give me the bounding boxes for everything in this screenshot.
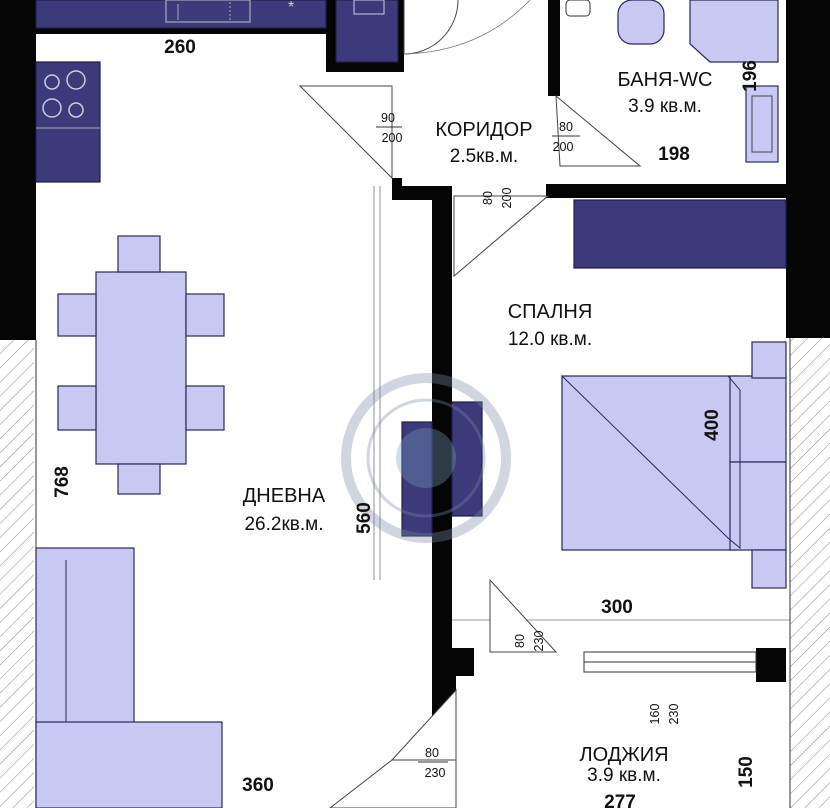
corridor-top-wall-left <box>326 62 404 72</box>
dining-table <box>95 271 187 465</box>
dim-loggia-height: 150 <box>736 756 757 788</box>
kitchen-counter-top <box>35 0 327 29</box>
kitchen-right-wall <box>326 0 336 72</box>
hob-burner-icon <box>44 74 60 90</box>
hob-burner-icon <box>42 98 62 118</box>
left-facade-hatch <box>0 340 34 808</box>
loggia-door-swing <box>489 578 558 653</box>
washing-machine <box>745 85 779 163</box>
shower-tray <box>689 0 779 63</box>
dim-kitchen-width: 260 <box>164 37 196 58</box>
bed-pillow-bottom <box>729 461 787 551</box>
loggia-right-block <box>756 648 786 682</box>
bedroom-tv-unit <box>451 401 483 517</box>
door-size-a: 80 <box>513 634 527 648</box>
right-outer-wall <box>786 0 830 338</box>
chair <box>57 293 97 337</box>
loggia-block-gap <box>456 676 476 720</box>
bath-area: 3.9 кв.м. <box>628 96 702 117</box>
bedroom-left-wall <box>432 186 452 720</box>
chair <box>185 385 225 431</box>
nightstand-bottom <box>751 549 787 589</box>
door-size-bottom: 200 <box>382 131 403 145</box>
dim-living-height: 768 <box>52 466 73 498</box>
bed-cover <box>560 375 741 550</box>
bed-pillow-top <box>729 375 787 463</box>
window-size-b: 230 <box>667 704 681 725</box>
window-size-a: 160 <box>648 704 662 725</box>
living-name: ДНЕВНА <box>243 485 326 507</box>
loggia-name: ЛОДЖИЯ <box>579 744 668 766</box>
hob-burner-icon <box>66 70 86 90</box>
dim-bedroom-height: 400 <box>702 409 723 441</box>
loggia-area: 3.9 кв.м. <box>587 765 661 786</box>
door-size-top: 90 <box>381 111 395 125</box>
bedroom-entry-door <box>453 195 550 278</box>
star-icon: * <box>288 0 294 16</box>
left-outer-wall <box>0 0 32 340</box>
watermark-logo <box>341 373 511 543</box>
kitchen-counter-left <box>35 61 101 183</box>
dim-corridor-depth: 560 <box>354 502 375 534</box>
chair <box>57 385 97 431</box>
living-door-frame <box>329 759 457 808</box>
tv-unit <box>401 421 433 537</box>
corridor-area: 2.5кв.м. <box>450 146 518 167</box>
dim-bath-width: 198 <box>658 144 690 165</box>
kitchen-top-wall <box>32 28 328 34</box>
closet-panel <box>353 0 385 15</box>
dim-bedroom-width: 300 <box>601 597 633 618</box>
chair <box>185 293 225 337</box>
washing-machine-panel <box>751 95 773 153</box>
corridor-left-door <box>298 85 393 180</box>
door-size-bottom: 230 <box>425 766 446 780</box>
closet-right-wall <box>398 0 404 72</box>
dim-living-bottom: 360 <box>242 775 274 796</box>
dim-bath-height: 196 <box>740 60 761 92</box>
door-size-top: 80 <box>425 746 439 760</box>
corridor-jamb <box>392 178 402 190</box>
bath-name: БАНЯ-WC <box>618 69 713 91</box>
bedroom-name: СПАЛНЯ <box>508 301 593 323</box>
bath-door-swing <box>555 94 642 167</box>
washbasin <box>617 0 665 45</box>
living-door-swing <box>390 688 457 761</box>
bath-left-wall-b <box>548 0 560 96</box>
entry-closet <box>335 0 399 63</box>
door-size-b: 200 <box>500 188 514 209</box>
entry-door-arc <box>403 0 531 55</box>
sofa-bottom <box>35 721 223 808</box>
bedroom-area: 12.0 кв.м. <box>508 329 592 350</box>
hob-burner-icon <box>68 102 84 118</box>
door-size-bottom: 200 <box>553 140 574 154</box>
entry-door-swing <box>403 0 459 55</box>
nightstand-top <box>751 341 787 379</box>
left-inner-wall <box>32 0 36 340</box>
chair <box>117 235 161 273</box>
dim-loggia-width: 277 <box>604 792 636 808</box>
toilet <box>565 0 591 17</box>
kitchen-sink <box>165 0 251 23</box>
door-size-top: 80 <box>559 120 573 134</box>
door-size-a: 80 <box>481 191 495 205</box>
bedroom-top-wall <box>546 184 792 198</box>
chair <box>117 463 161 495</box>
corridor-name: КОРИДОР <box>435 119 532 141</box>
bedroom-wardrobe <box>573 199 787 269</box>
door-size-b: 230 <box>532 631 546 652</box>
living-area: 26.2кв.м. <box>244 514 323 535</box>
right-facade-hatch <box>790 338 830 808</box>
right-wall-edge <box>786 0 792 338</box>
